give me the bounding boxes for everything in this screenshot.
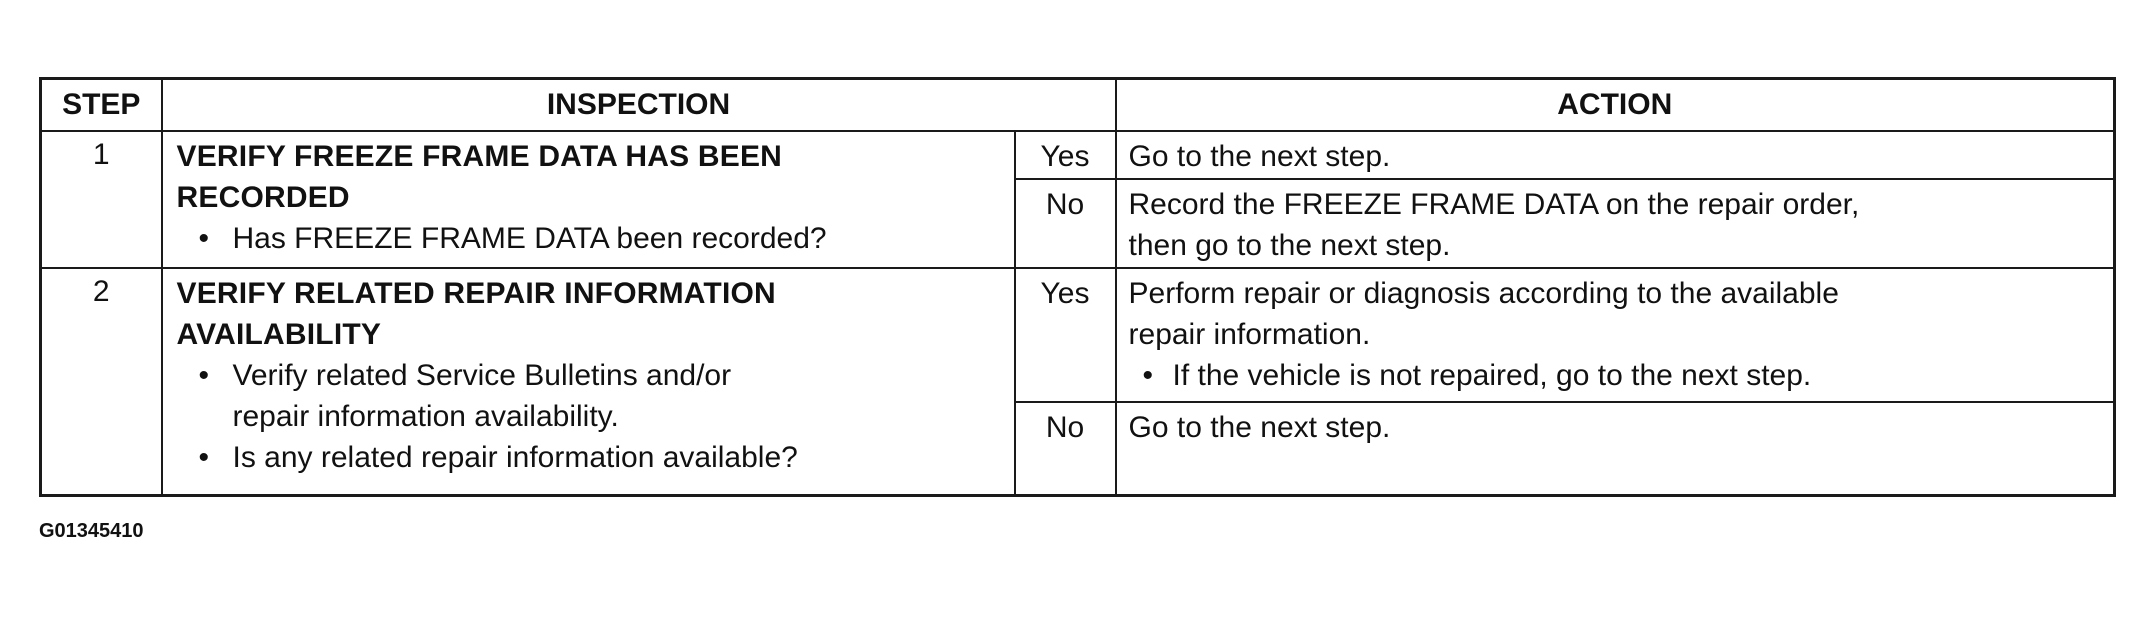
inspection-title-line: VERIFY FREEZE FRAME DATA HAS BEEN — [176, 139, 783, 173]
yes-action: Perform repair or diagnosis according to… — [1114, 266, 2116, 404]
action-line: Record the FREEZE FRAME DATA on the repa… — [1128, 187, 1860, 221]
action-bullets: • If the vehicle is not repaired, go to … — [1129, 355, 2104, 396]
inspection-title-line: RECORDED — [176, 180, 350, 214]
inspection-cell: VERIFY RELATED REPAIR INFORMATION AVAILA… — [160, 266, 1016, 497]
bullet-item: • Has FREEZE FRAME DATA been recorded? — [177, 218, 1004, 259]
inspection-title-line: AVAILABILITY — [176, 317, 382, 351]
inspection-cell: VERIFY FREEZE FRAME DATA HAS BEEN RECORD… — [160, 129, 1016, 269]
step-number: 1 — [39, 129, 163, 269]
no-action: Record the FREEZE FRAME DATA on the repa… — [1114, 177, 2116, 269]
action-line: Perform repair or diagnosis according to… — [1128, 276, 1839, 310]
header-action: ACTION — [1114, 77, 2116, 132]
no-label: No — [1013, 401, 1117, 497]
inspection-bullets: • Has FREEZE FRAME DATA been recorded? — [177, 218, 1004, 259]
figure-code: G01345410 — [39, 520, 144, 542]
action-line: then go to the next step. — [1128, 228, 1451, 262]
bullet-icon: • — [198, 358, 210, 392]
table-row: 1 VERIFY FREEZE FRAME DATA HAS BEEN RECO… — [39, 129, 2116, 269]
table-row: No Record the FREEZE FRAME DATA on the r… — [41, 177, 2116, 269]
bullet-text: Verify related Service Bulletins and/or — [232, 358, 732, 392]
bullet-text: If the vehicle is not repaired, go to th… — [1172, 358, 1812, 392]
yes-label: Yes — [1013, 266, 1117, 404]
bullet-text: repair information availability. — [232, 399, 619, 433]
header-step: STEP — [39, 77, 163, 132]
no-action: Go to the next step. — [1114, 401, 2116, 497]
inspection-title-line: VERIFY RELATED REPAIR INFORMATION — [176, 276, 776, 310]
bullet-text: Is any related repair information availa… — [232, 440, 798, 474]
bullet-item: • Verify related Service Bulletins and/o… — [177, 355, 1004, 437]
bullet-icon: • — [198, 440, 210, 474]
bullet-icon: • — [1142, 358, 1154, 392]
bullet-text: Has FREEZE FRAME DATA been recorded? — [232, 221, 827, 255]
diagnostic-table: STEP INSPECTION ACTION 1 VERIFY FREEZE F… — [39, 77, 2117, 497]
no-label: No — [1013, 177, 1117, 269]
action-line: repair information. — [1128, 317, 1371, 351]
bullet-icon: • — [198, 221, 210, 255]
table-row: No Go to the next step. — [41, 401, 2116, 497]
bullet-item: • If the vehicle is not repaired, go to … — [1129, 355, 2104, 396]
bullet-item: • Is any related repair information avai… — [177, 437, 1004, 478]
inspection-bullets: • Verify related Service Bulletins and/o… — [177, 355, 1004, 478]
yes-action: Go to the next step. — [1114, 129, 2116, 180]
yes-label: Yes — [1013, 129, 1117, 180]
table-row: 2 VERIFY RELATED REPAIR INFORMATION AVAI… — [39, 266, 2116, 497]
header-inspection: INSPECTION — [160, 77, 1117, 132]
step-number: 2 — [39, 266, 163, 497]
header-row: STEP INSPECTION ACTION — [39, 77, 2116, 132]
